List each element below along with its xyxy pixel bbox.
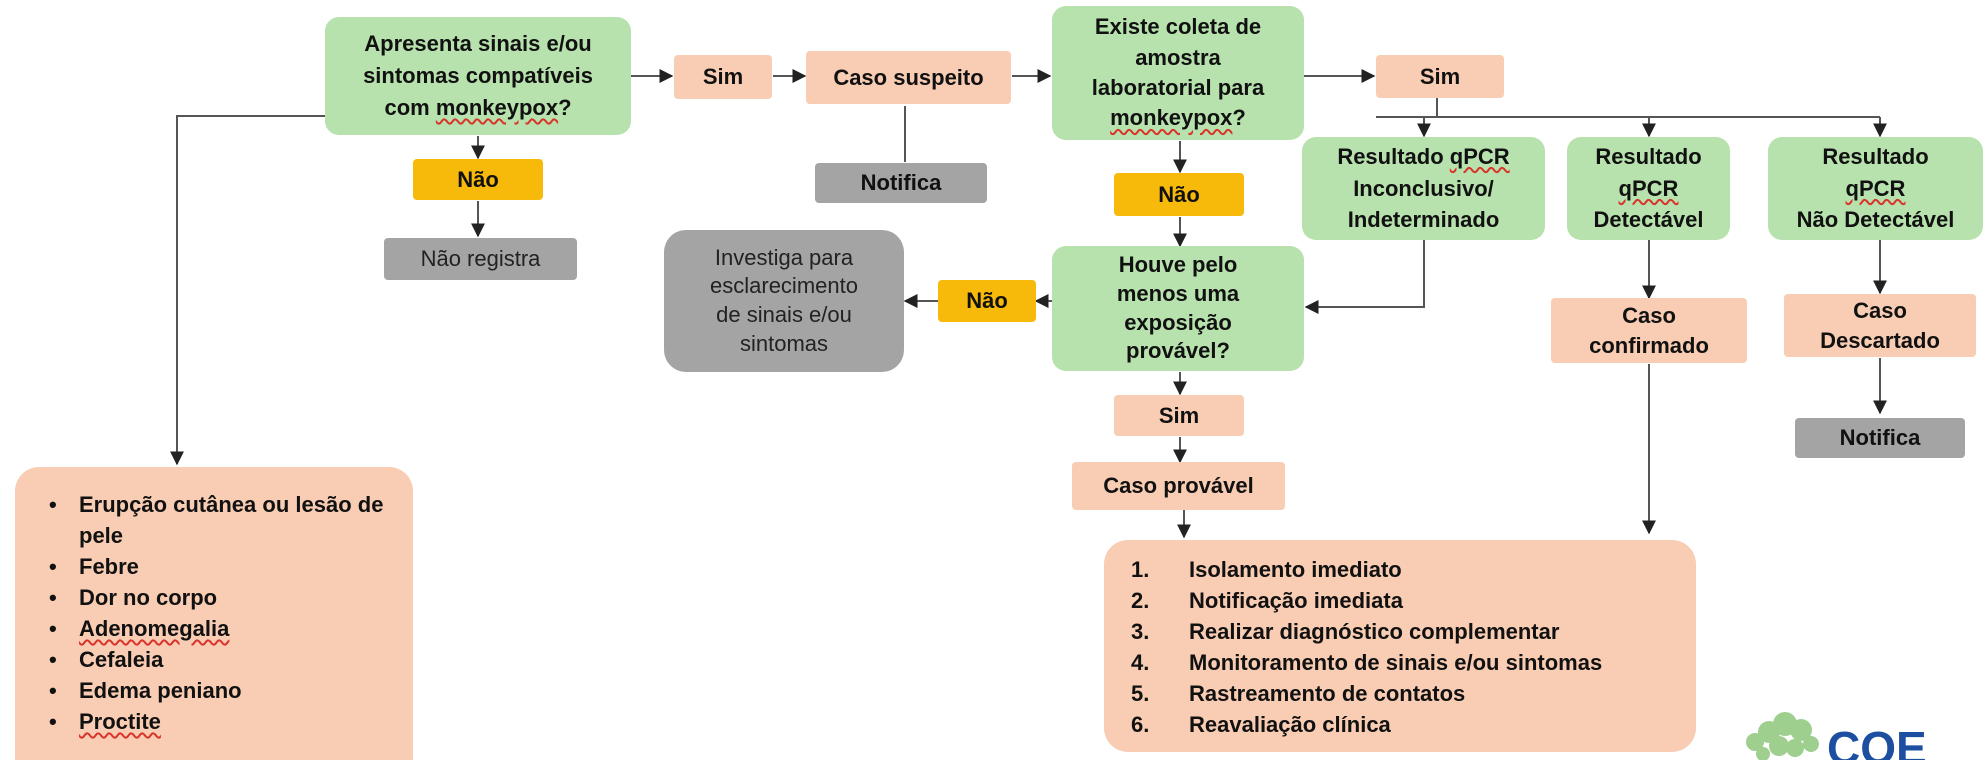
qpcr-detectavel-line2: qPCR [1618, 175, 1679, 201]
question-exposicao-line3: exposição [1124, 309, 1232, 335]
action-item: 1.Isolamento imediato [1131, 557, 1402, 582]
coe-logo-graphic: COE [1746, 712, 1927, 760]
question-symptoms: Apresenta sinais e/ou sintomas compatíve… [325, 17, 631, 135]
logo-leaves-icon [1746, 712, 1819, 760]
qpcr-inconclusivo-line3: Indeterminado [1347, 207, 1500, 233]
nao-box-3-label: Não [966, 288, 1008, 314]
qpcr-detectavel: Resultado qPCR Detectável [1567, 137, 1730, 240]
question-symptoms-line3: com monkeypox? [384, 94, 572, 120]
symptom-item: Adenomegalia [49, 613, 399, 644]
notifica-box-1: Notifica [815, 163, 987, 203]
qpcr-nao-detectavel-line2: qPCR [1845, 175, 1906, 201]
symptom-item: Erupção cutânea ou lesão de pele [49, 489, 399, 551]
sim-box-3-label: Sim [1158, 402, 1200, 428]
symptom-item: Edema peniano [49, 675, 399, 706]
question-exposicao-line1: Houve pelo [1118, 252, 1238, 278]
qpcr-inconclusivo: Resultado qPCR Inconclusivo/ Indetermina… [1302, 137, 1545, 240]
action-item: 2.Notificação imediata [1131, 588, 1403, 613]
qpcr-nao-detectavel: Resultado qPCR Não Detectável [1768, 137, 1983, 240]
notifica-box-2: Notifica [1795, 418, 1965, 458]
question-symptoms-line1: Apresenta sinais e/ou [364, 31, 592, 57]
notifica-1-label: Notifica [860, 170, 942, 196]
sim-box-1: Sim [674, 55, 772, 99]
qpcr-detectavel-line3: Detectável [1593, 207, 1704, 233]
nao-registra-box: Não registra [384, 238, 577, 280]
action-item: 3.Realizar diagnóstico complementar [1131, 619, 1560, 644]
nao-box-1-label: Não [457, 166, 499, 192]
action-item: 4.Monitoramento de sinais e/ou sintomas [1131, 650, 1603, 675]
notifica-2-label: Notifica [1839, 425, 1921, 451]
symptom-item: Cefaleia [49, 644, 399, 675]
investiga-line2: esclarecimento [710, 273, 858, 299]
sim-box-3: Sim [1114, 395, 1244, 436]
question-exposicao-line2: menos uma [1116, 280, 1240, 306]
question-coleta: Existe coleta de amostra laboratorial pa… [1052, 6, 1304, 140]
link-inconclusivo-exposicao [1304, 240, 1425, 314]
question-symptoms-line2: sintomas compatíveis [363, 63, 593, 89]
nao-box-2: Não [1114, 173, 1244, 216]
question-coleta-line4: monkeypox? [1110, 105, 1246, 131]
nao-box-2-label: Não [1158, 181, 1200, 207]
actions-list: 1.Isolamento imediato 2.Notificação imed… [1131, 554, 1602, 740]
qpcr-inconclusivo-line1: Resultado qPCR [1337, 143, 1510, 169]
action-item: 5.Rastreamento de contatos [1131, 681, 1466, 706]
caso-descartado-line1: Caso [1853, 297, 1907, 323]
question-coleta-line2: amostra [1135, 44, 1221, 70]
caso-provavel-label: Caso provável [1103, 473, 1254, 499]
caso-suspeito-box: Caso suspeito [806, 51, 1011, 104]
caso-confirmado-box: Caso confirmado [1551, 298, 1747, 363]
question-coleta-line3: laboratorial para [1091, 75, 1265, 100]
caso-descartado-box: Caso Descartado [1784, 294, 1976, 357]
sim-box-2: Sim [1376, 55, 1504, 98]
coe-logo: COE [1735, 700, 1985, 760]
nao-box-1: Não [413, 159, 543, 200]
symptom-item: Proctite [49, 706, 399, 737]
investiga-box: Investiga para esclarecimento de sinais … [664, 230, 904, 372]
caso-confirmado-line2: confirmado [1589, 332, 1709, 358]
caso-provavel-box: Caso provável [1072, 462, 1285, 510]
qpcr-nao-detectavel-line3: Não Detectável [1796, 207, 1955, 233]
investiga-line3: de sinais e/ou [716, 302, 852, 327]
nao-registra-label: Não registra [420, 246, 541, 272]
investiga-line4: sintomas [739, 330, 829, 356]
investiga-line1: Investiga para [714, 244, 854, 270]
question-exposicao: Houve pelo menos uma exposição provável? [1052, 246, 1304, 371]
actions-list-box: 1.Isolamento imediato 2.Notificação imed… [1104, 540, 1696, 752]
symptom-item: Febre [49, 551, 399, 582]
symptom-item: Dor no corpo [49, 582, 399, 613]
qpcr-nao-detectavel-line1: Resultado [1822, 143, 1929, 169]
question-coleta-line1: Existe coleta de [1094, 14, 1262, 40]
sim-box-1-label: Sim [702, 64, 744, 90]
nao-box-3: Não [938, 280, 1036, 322]
link-symptoms-list [170, 115, 325, 466]
symptoms-list: Erupção cutânea ou lesão de pele Febre D… [49, 489, 399, 737]
logo-text: COE [1827, 722, 1927, 760]
qpcr-inconclusivo-line2: Inconclusivo/ [1353, 175, 1494, 201]
caso-suspeito-label: Caso suspeito [833, 64, 984, 90]
qpcr-detectavel-line1: Resultado [1595, 143, 1702, 169]
sim-box-2-label: Sim [1419, 63, 1461, 89]
question-exposicao-line4: provável? [1126, 338, 1230, 364]
caso-confirmado-line1: Caso [1622, 302, 1676, 328]
symptoms-list-box: Erupção cutânea ou lesão de pele Febre D… [15, 467, 413, 760]
action-item: 6.Reavaliação clínica [1131, 712, 1391, 737]
caso-descartado-line2: Descartado [1820, 327, 1940, 353]
